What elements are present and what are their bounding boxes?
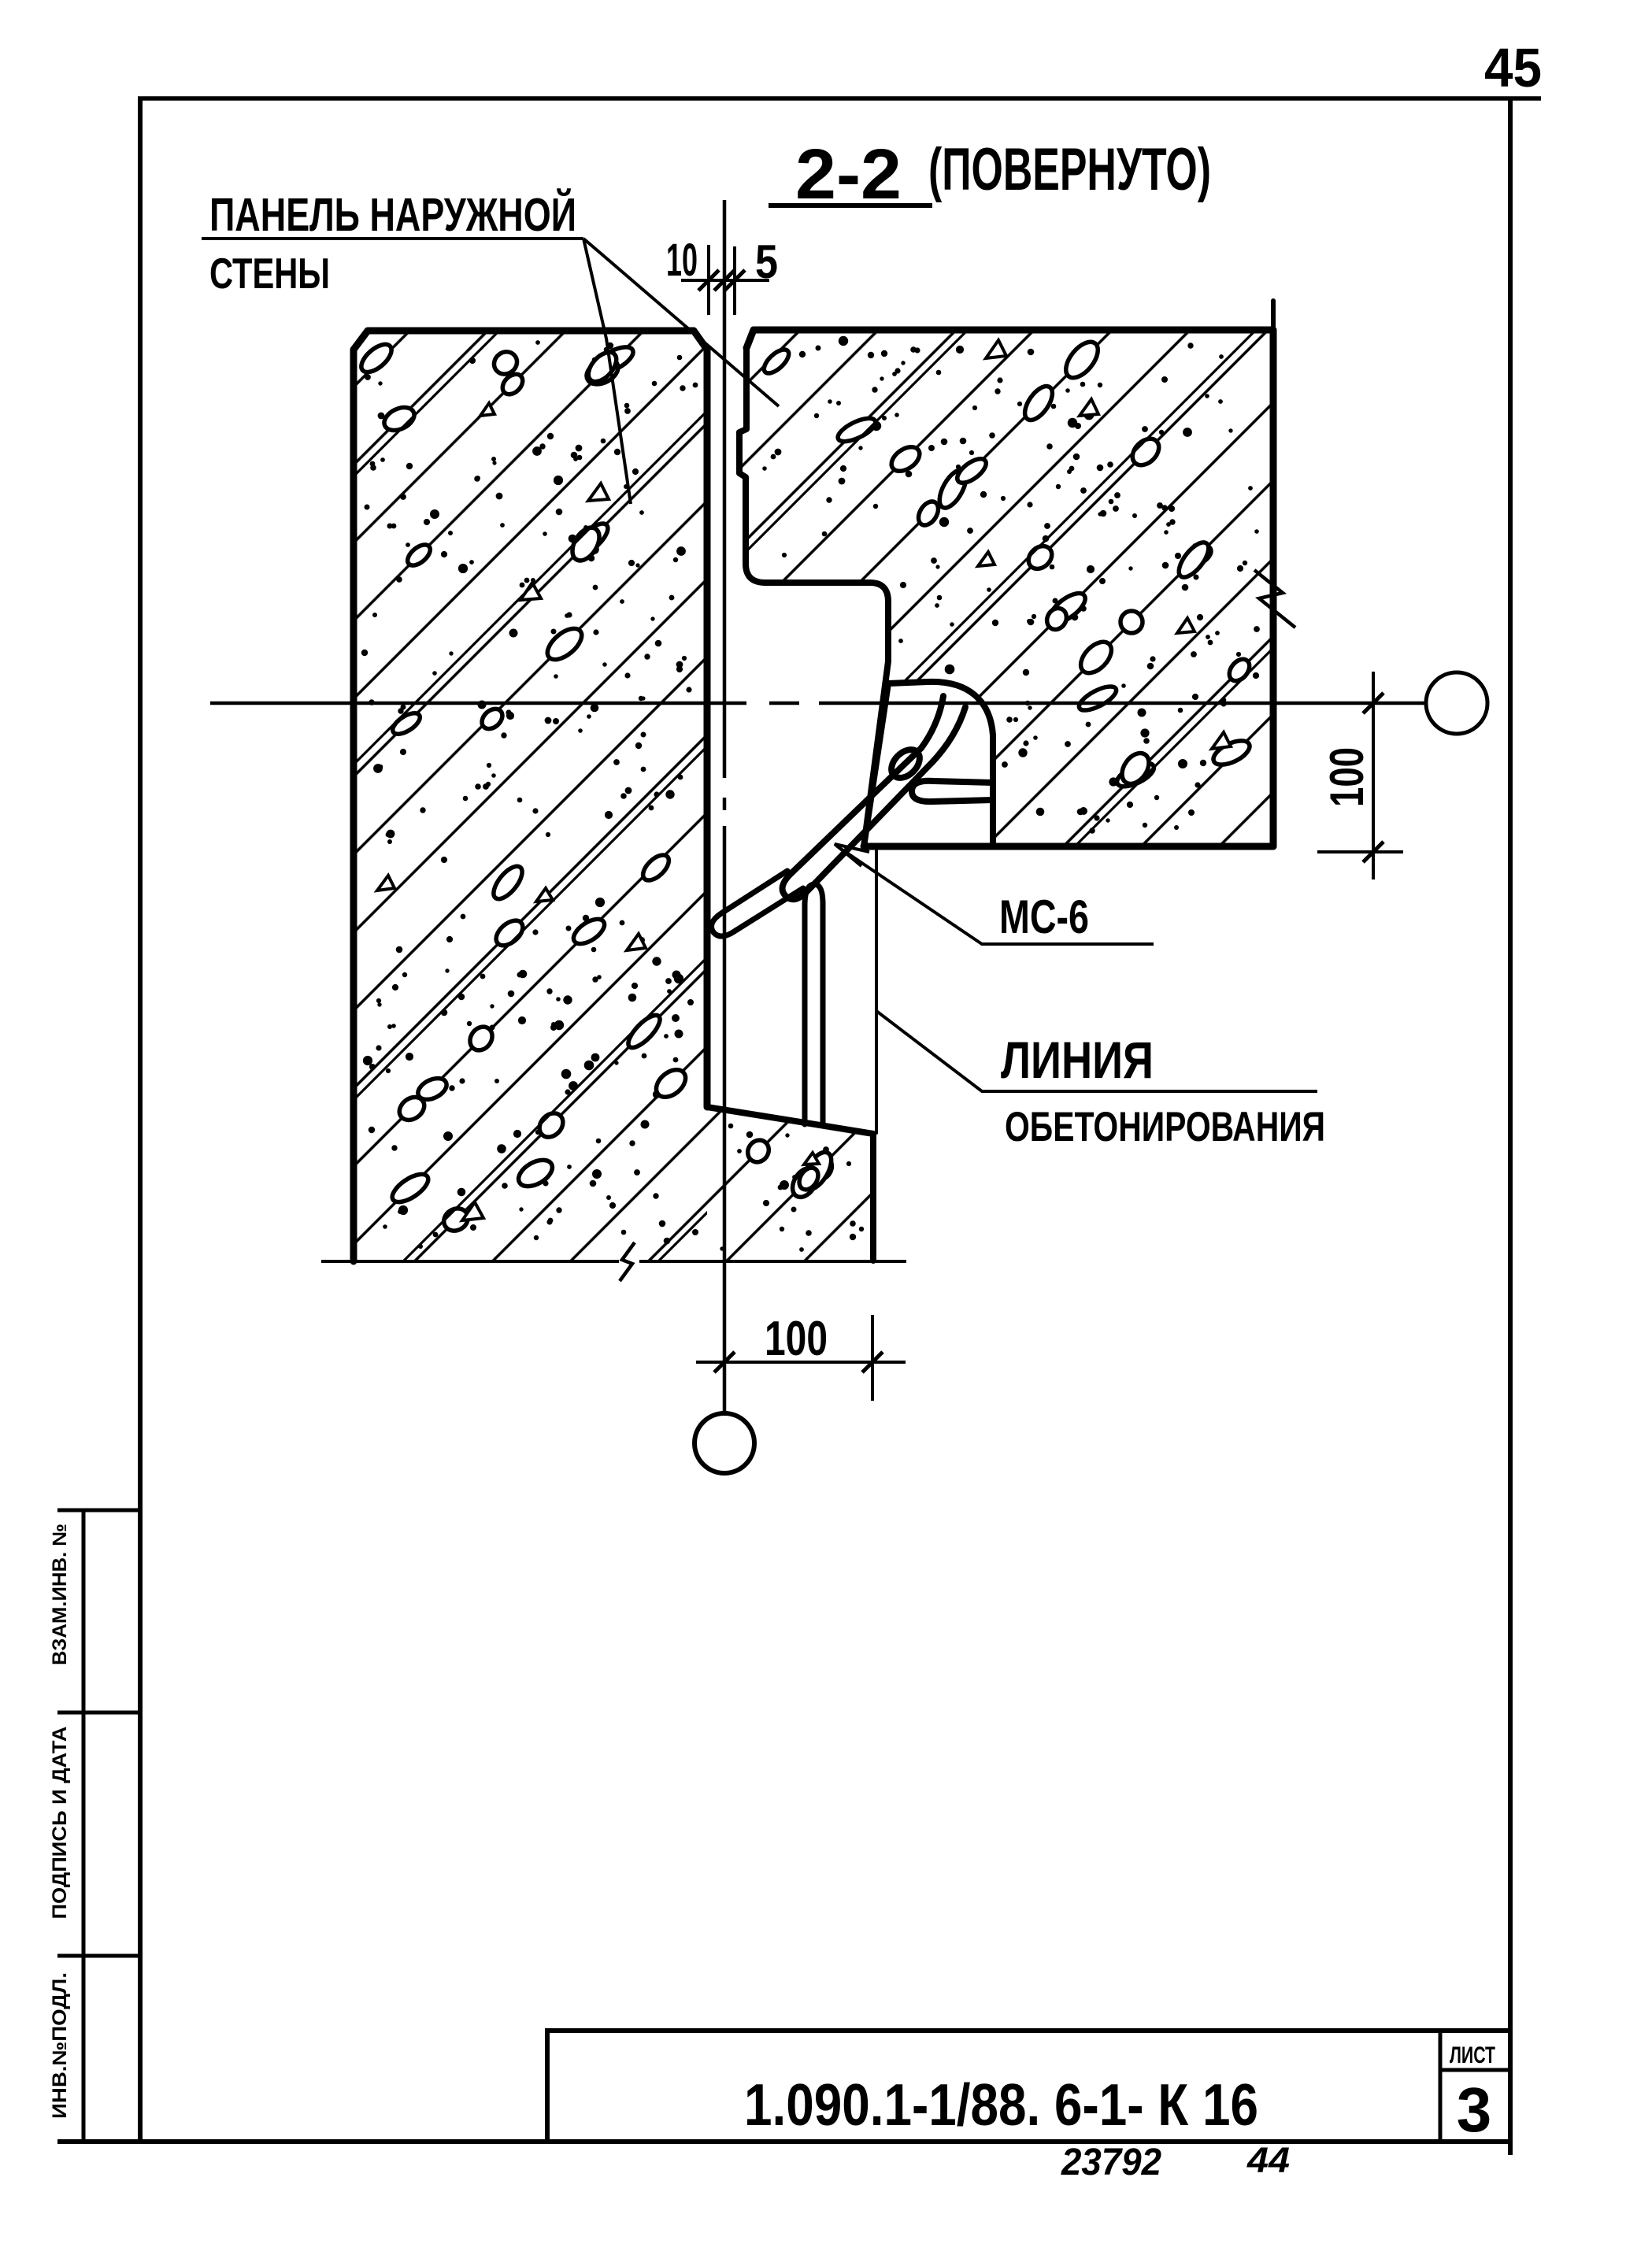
svg-text:СТЕНЫ: СТЕНЫ: [209, 249, 330, 298]
svg-text:ЛИСТ: ЛИСТ: [1450, 2042, 1495, 2068]
svg-text:ИНВ.№ПОДЛ.: ИНВ.№ПОДЛ.: [49, 1972, 71, 2119]
svg-text:ВЗАМ.ИНВ. №: ВЗАМ.ИНВ. №: [49, 1524, 71, 1665]
svg-text:ОБЕТОНИРОВАНИЯ: ОБЕТОНИРОВАНИЯ: [1005, 1104, 1325, 1150]
svg-text:2-2: 2-2: [795, 135, 902, 214]
svg-text:5: 5: [755, 235, 778, 288]
svg-text:1.090.1-1/88. 6-1- К 16: 1.090.1-1/88. 6-1- К 16: [744, 2072, 1258, 2138]
svg-text:45: 45: [1484, 37, 1542, 98]
svg-text:(ПОВЕРНУТО): (ПОВЕРНУТО): [928, 136, 1211, 203]
svg-text:ПОДПИСЬ И ДАТА: ПОДПИСЬ И ДАТА: [49, 1727, 71, 1920]
svg-text:ЛИНИЯ: ЛИНИЯ: [1001, 1031, 1154, 1089]
svg-text:44: 44: [1246, 2140, 1290, 2180]
svg-text:100: 100: [1320, 747, 1373, 807]
svg-text:23792: 23792: [1061, 2142, 1161, 2183]
svg-text:100: 100: [765, 1312, 828, 1366]
svg-text:МС-6: МС-6: [999, 891, 1089, 943]
svg-text:10: 10: [666, 235, 698, 286]
svg-text:ПАНЕЛЬ НАРУЖНОЙ: ПАНЕЛЬ НАРУЖНОЙ: [209, 188, 576, 241]
svg-text:3: 3: [1457, 2075, 1492, 2145]
